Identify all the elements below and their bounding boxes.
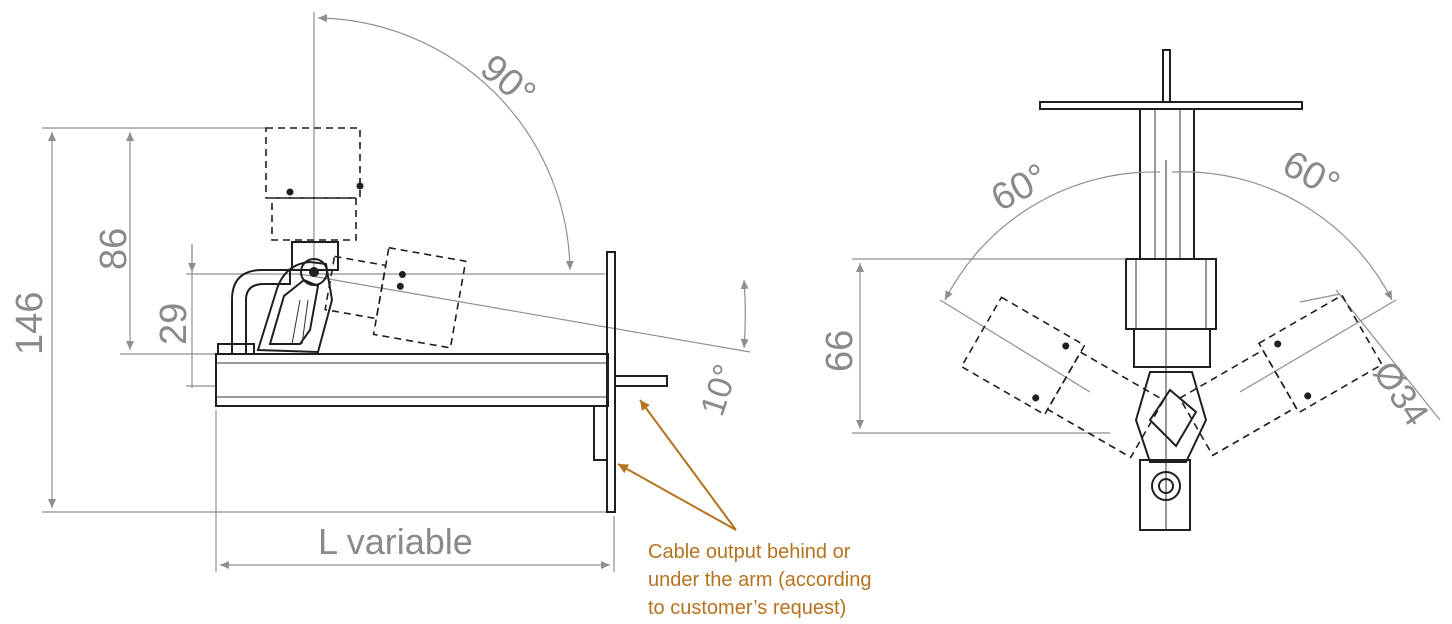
mast xyxy=(1039,49,1303,531)
dim-146-label: 146 xyxy=(9,292,51,355)
angle-10: 10° xyxy=(299,273,751,421)
dim-66-label: 66 xyxy=(819,330,861,372)
camera-upright-dashed xyxy=(265,127,364,241)
angle-60-right-label: 60° xyxy=(1276,143,1346,207)
note-line-3: to customer’s request) xyxy=(648,597,846,619)
angle-60-left-label: 60° xyxy=(985,156,1055,220)
dim-86: 86 xyxy=(93,132,262,355)
wall-plate xyxy=(593,251,668,513)
angle-90-label: 90° xyxy=(472,47,543,116)
dim-diameter-label: Ø34 xyxy=(1365,354,1437,433)
dim-86-label: 86 xyxy=(93,228,135,270)
side-view: 146 86 29 L variable 90° xyxy=(9,12,751,572)
angle-90: 90° xyxy=(313,12,605,275)
camera-left-dashed xyxy=(960,296,1165,459)
dim-29: 29 xyxy=(153,244,300,388)
dim-146: 146 xyxy=(9,127,610,513)
note-line-1: Cable output behind or xyxy=(648,541,851,563)
front-view: 60° 60° 66 Ø34 xyxy=(819,49,1441,531)
front-head xyxy=(1134,371,1208,501)
pan-tilt-head xyxy=(231,241,339,355)
dim-29-label: 29 xyxy=(153,303,195,345)
dim-66: 66 xyxy=(819,258,1126,434)
dim-diameter: Ø34 xyxy=(1299,289,1441,433)
angle-10-label: 10° xyxy=(693,360,745,421)
support-arm xyxy=(215,343,609,407)
dim-length: L variable xyxy=(215,410,615,572)
dim-length-label: L variable xyxy=(318,521,473,562)
camera-right-dashed xyxy=(1178,294,1384,457)
cable-note: Cable output behind or under the arm (ac… xyxy=(617,399,871,619)
camera-tilted-dashed xyxy=(324,246,467,349)
note-line-2: under the arm (according xyxy=(648,569,871,591)
